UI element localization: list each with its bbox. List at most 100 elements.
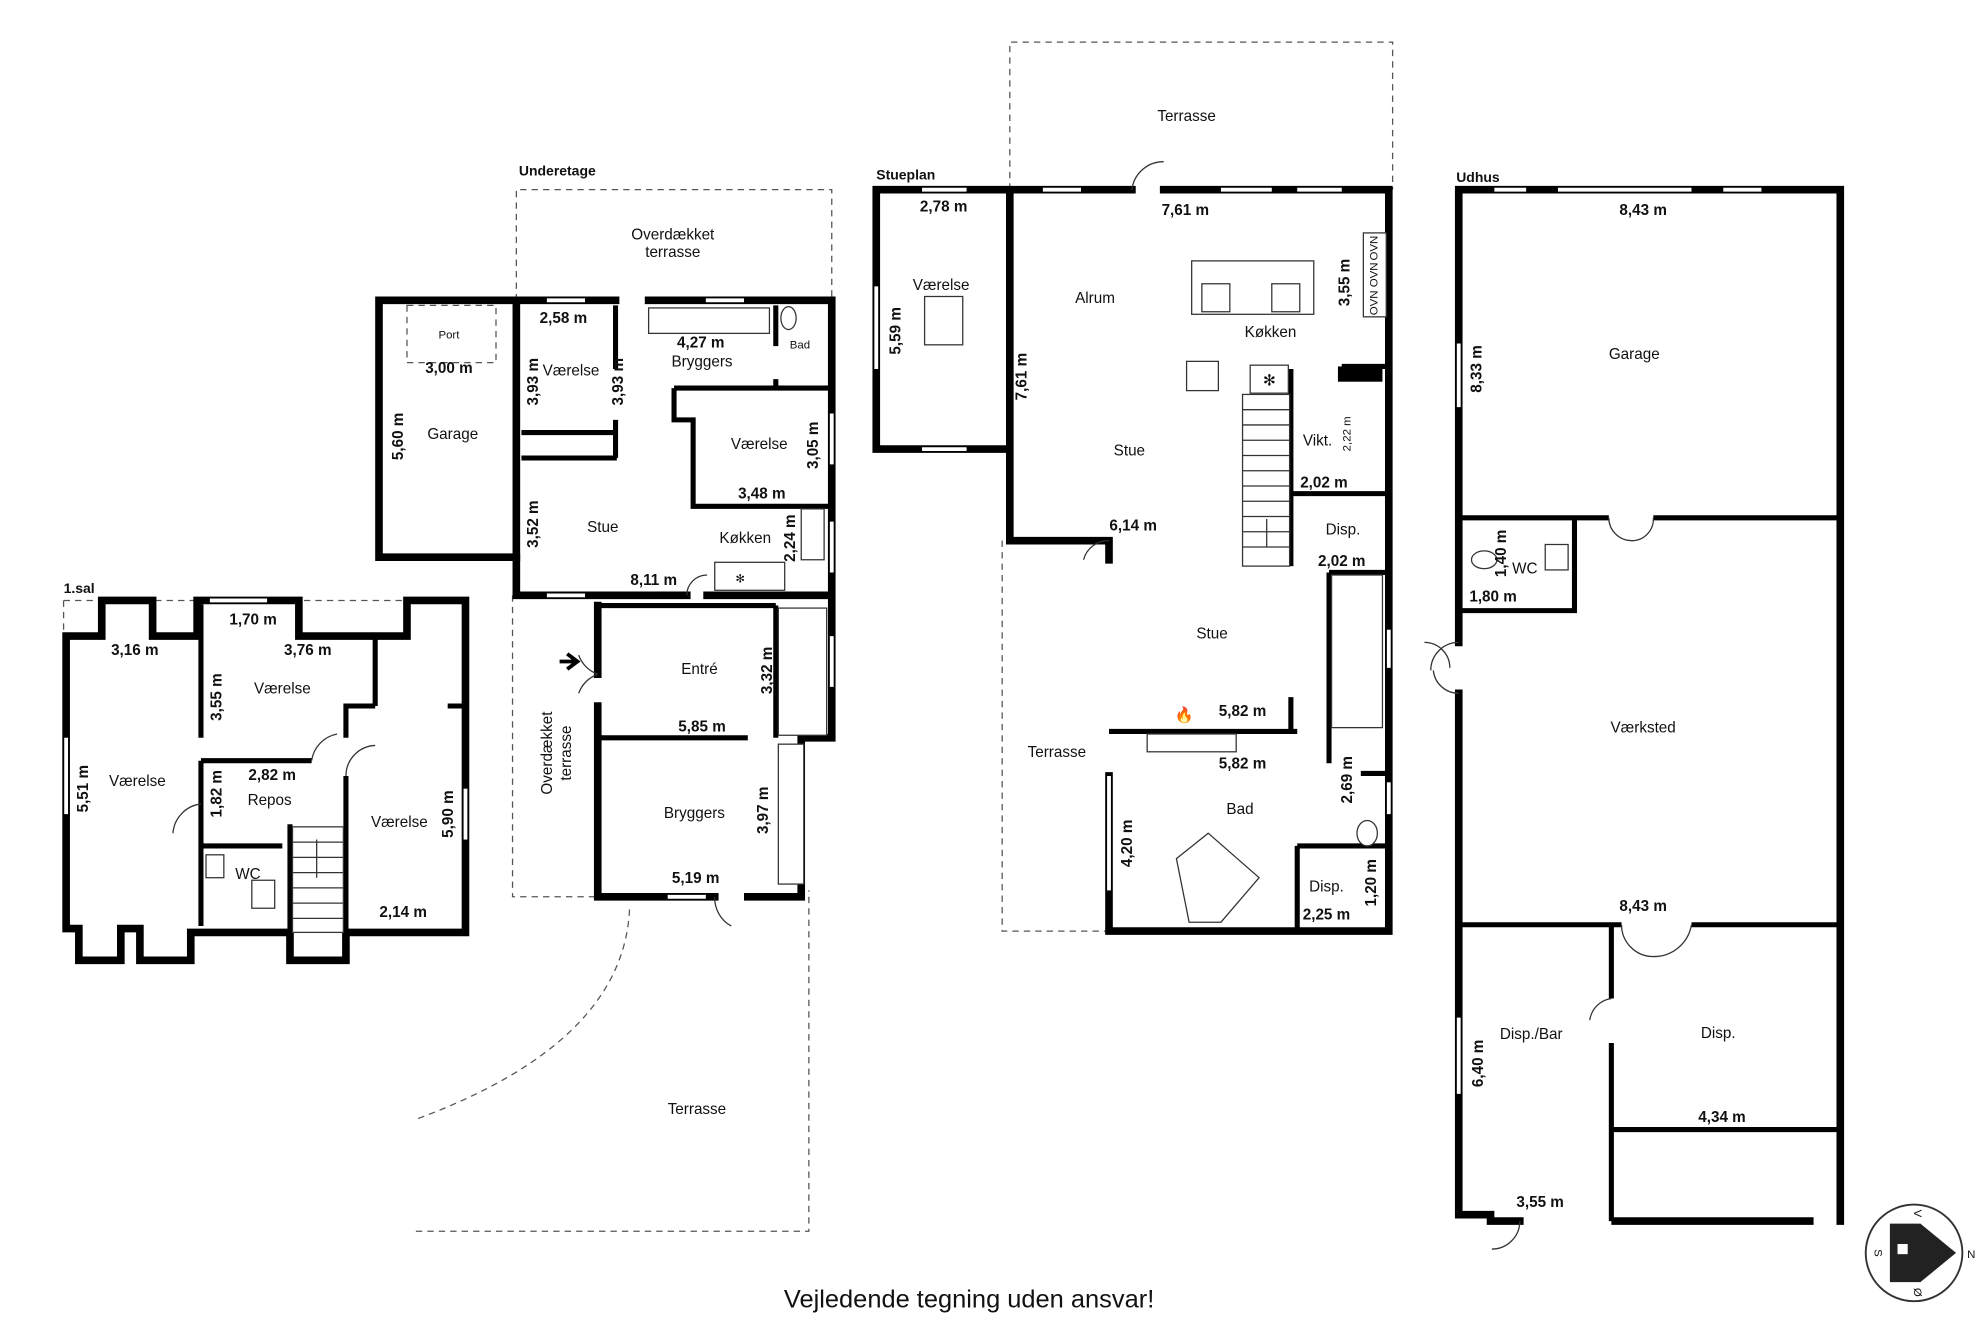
dimension: 5,85 m — [678, 718, 725, 735]
room-label: Stue — [1196, 626, 1227, 643]
dimension: 6,40 m — [1470, 1040, 1487, 1087]
room-label: Stue — [587, 519, 618, 536]
dimension: 8,43 m — [1619, 202, 1666, 219]
toilet-icon — [251, 879, 276, 909]
sink-icon — [205, 854, 225, 879]
dimension: 2,02 m — [1300, 474, 1347, 491]
room-label: Bryggers — [664, 805, 725, 822]
dimension: 2,24 m — [782, 514, 799, 561]
door-swing — [714, 896, 732, 927]
dimension: 5,82 m — [1219, 755, 1266, 772]
room-label: WC — [235, 866, 260, 883]
room-label: Disp. — [1701, 1025, 1736, 1042]
dimension: 2,22 m — [1342, 416, 1354, 451]
room-label: Entré — [681, 661, 717, 678]
dimension: 1,82 m — [208, 770, 225, 817]
sink-icon — [800, 508, 825, 561]
dimension: 4,20 m — [1119, 820, 1136, 867]
compass-east: Ø — [1911, 1288, 1923, 1297]
dimension: 2,02 m — [1318, 553, 1365, 570]
plan-title: 1.sal — [64, 580, 95, 596]
dimension: 2,82 m — [248, 767, 295, 784]
toilet-icon — [1356, 819, 1378, 847]
area-label: terrasse — [558, 726, 575, 781]
interior-walls — [1458, 515, 1841, 1222]
room-label: Køkken — [719, 530, 771, 547]
dimension: 4,27 m — [677, 334, 724, 351]
door-swing — [1589, 997, 1612, 1021]
dimension: 3,76 m — [284, 642, 331, 659]
area-label: terrasse — [645, 244, 700, 261]
stair-steps — [292, 839, 344, 920]
room-label: WC — [1512, 561, 1537, 578]
dimension: 1,70 m — [229, 612, 276, 629]
room-label: Værksted — [1611, 720, 1676, 737]
plan-outbuilding: Udhus 8,43 m Garage 8,33 m 1,40 m WC 1,8… — [1430, 169, 1845, 1250]
oven-column — [1362, 232, 1387, 318]
bathtub-icon — [1175, 832, 1260, 923]
outer-walls — [1454, 185, 1845, 1225]
door-swing — [1082, 540, 1110, 560]
dimension: 7,61 m — [1013, 353, 1030, 400]
area-label: Terrasse — [668, 1101, 726, 1118]
toilet-icon — [780, 306, 797, 331]
dimension: 2,58 m — [540, 310, 587, 327]
plan-title: Udhus — [1456, 169, 1500, 185]
door-swing — [310, 733, 338, 761]
door-swing — [1430, 641, 1459, 694]
room-label: Værelse — [731, 436, 788, 453]
room-label: Stue — [1114, 442, 1145, 459]
wardrobe — [923, 295, 964, 346]
dimension: 8,43 m — [1619, 898, 1666, 915]
freezer — [1249, 364, 1289, 394]
room-label: Bad — [790, 340, 810, 352]
dimension: 2,14 m — [379, 904, 426, 921]
door-swing — [686, 574, 708, 596]
terrace-outline — [1009, 41, 1394, 190]
dimension: 3,55 m — [1336, 259, 1353, 306]
dimension: 5,59 m — [887, 307, 904, 354]
terrace-outline — [1001, 540, 1110, 932]
compass-south: S — [1872, 1249, 1884, 1257]
dimension: 7,61 m — [1162, 202, 1209, 219]
door-swing — [172, 803, 202, 834]
interior-walls — [521, 305, 832, 741]
door-swing — [1424, 641, 1451, 668]
dimension: 3,00 m — [425, 360, 472, 377]
dimension: 3,48 m — [738, 486, 785, 503]
door-swing — [1491, 1221, 1521, 1250]
room-label: Garage — [427, 426, 478, 443]
room-label: Køkken — [1245, 324, 1297, 341]
compass-icon: N S V Ø — [1864, 1203, 1975, 1303]
compass-west: V — [1911, 1210, 1923, 1218]
area-label: Overdækket — [631, 226, 715, 243]
dimension: 1,20 m — [1363, 859, 1380, 906]
counter — [1185, 360, 1220, 392]
dimension: 3,55 m — [208, 673, 225, 720]
room-label: Værelse — [371, 814, 428, 831]
kitchen-counter — [1146, 733, 1237, 753]
area-label: Overdækket — [539, 711, 556, 795]
door-swing — [1131, 161, 1164, 190]
dimension: 1,80 m — [1469, 589, 1516, 606]
toilet-icon — [1470, 550, 1498, 570]
room-label: Vikt. — [1303, 432, 1332, 449]
stair-steps — [1242, 409, 1290, 548]
dimension: 3,55 m — [1516, 1194, 1563, 1211]
plan-title: Underetage — [519, 163, 596, 179]
area-label: Terrasse — [1157, 108, 1215, 125]
dimension: 2,69 m — [1339, 756, 1356, 803]
fireplace-icon: 🔥 — [1175, 706, 1194, 724]
kitchen-counter — [714, 561, 786, 591]
dimension: 3,52 m — [525, 500, 542, 547]
compass-north: N — [1967, 1249, 1975, 1261]
oven-label: OVN — [1368, 236, 1380, 261]
sink-icon — [1271, 283, 1301, 313]
staircase — [777, 607, 828, 736]
plan-title: Stueplan — [876, 166, 935, 182]
entrance-arrow-icon — [559, 652, 581, 671]
dimension: 4,34 m — [1698, 1109, 1745, 1126]
door-swing — [1620, 924, 1693, 958]
plan-first-floor: 1.sal 3,16 m 1,70 m 3,76 m 3,55 m Værels… — [62, 580, 470, 965]
dimension: 3,93 m — [525, 358, 542, 405]
